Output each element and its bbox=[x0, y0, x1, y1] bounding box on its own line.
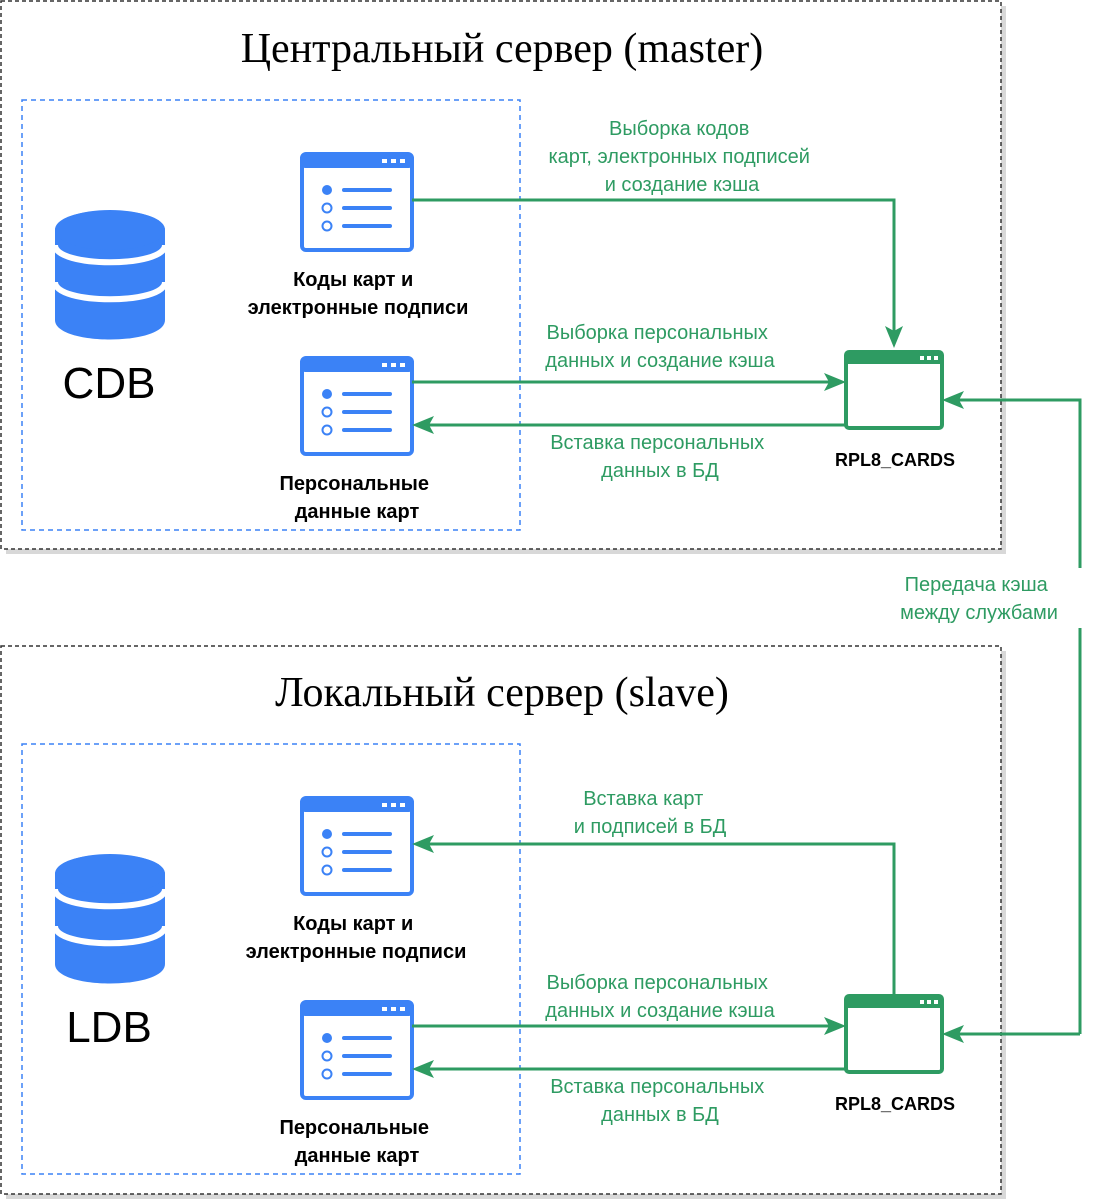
list-window-icon[interactable] bbox=[300, 1000, 414, 1100]
master-personal-label: Персональные данные карт bbox=[279, 473, 434, 523]
slave-panel bbox=[0, 645, 1006, 1199]
slave-db-group-border bbox=[21, 743, 521, 1175]
slave-personal-label: Персональные данные карт bbox=[279, 1117, 434, 1167]
master-title: Центральный сервер (master) bbox=[241, 26, 764, 72]
arrow-transfer-cache bbox=[942, 391, 1082, 1034]
list-window-icon[interactable] bbox=[300, 796, 414, 896]
arrow-master-select-codes bbox=[412, 198, 903, 348]
list-window-icon[interactable] bbox=[300, 356, 414, 456]
master-db-group-border bbox=[21, 99, 521, 531]
slave-title: Локальный сервер (slave) bbox=[275, 670, 729, 716]
slave-arrow-insert-codes-label: Вставка карт и подписей в БД bbox=[574, 788, 727, 838]
master-arrow-insert-personal-label: Вставка персональных данных в БД bbox=[550, 432, 770, 482]
master-arrow-select-personal-label: Выборка персональных данных и создание к… bbox=[545, 322, 775, 372]
slave-card-codes-label: Коды карт и электронные подписи bbox=[246, 913, 467, 963]
app-window-icon[interactable] bbox=[844, 994, 944, 1074]
transfer-label-bg bbox=[878, 568, 1092, 628]
transfer-label: Передача кэша между службами bbox=[900, 574, 1058, 624]
slave-db-label: LDB bbox=[66, 1003, 152, 1052]
slave-arrow-insert-personal-label: Вставка персональных данных в БД bbox=[550, 1076, 770, 1126]
database-icon bbox=[55, 854, 165, 984]
master-arrow-select-codes-label: Выборка кодов карт, электронных подписей… bbox=[548, 118, 815, 196]
master-panel bbox=[0, 0, 1006, 554]
slave-arrow-select-personal-label: Выборка персональных данных и создание к… bbox=[545, 972, 775, 1022]
list-window-icon[interactable] bbox=[300, 152, 414, 252]
master-service-label: RPL8_CARDS bbox=[835, 450, 955, 470]
database-icon bbox=[55, 210, 165, 340]
master-db-label: CDB bbox=[63, 359, 156, 408]
app-window-icon[interactable] bbox=[844, 350, 944, 430]
arrow-slave-insert-codes bbox=[412, 835, 896, 996]
master-card-codes-label: Коды карт и электронные подписи bbox=[248, 269, 469, 319]
slave-service-label: RPL8_CARDS bbox=[835, 1094, 955, 1114]
